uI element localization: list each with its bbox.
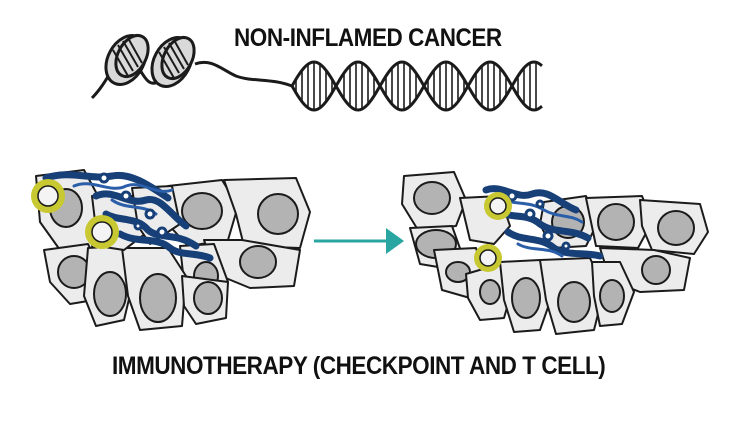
- t-cell-icon: [484, 192, 512, 220]
- right-arrow-icon: [314, 228, 404, 254]
- stroma-fibers: [42, 171, 214, 262]
- tumor-after: [401, 171, 709, 335]
- t-cell-icon: [85, 215, 119, 249]
- nucleosome-icon: [104, 33, 150, 86]
- diagram-title: NON-INFLAMED CANCER: [234, 24, 502, 52]
- t-cell-icon: [474, 244, 502, 272]
- nucleosome-icon: [150, 35, 196, 88]
- tumor-before: [31, 169, 311, 331]
- t-cell-icon: [31, 179, 65, 213]
- diagram-caption: IMMUNOTHERAPY (CHECKPOINT AND T CELL): [112, 352, 606, 380]
- stroma-fibers: [482, 185, 604, 260]
- chromatin-dna-icon: [90, 33, 543, 112]
- dna-helix-icon: [290, 60, 543, 112]
